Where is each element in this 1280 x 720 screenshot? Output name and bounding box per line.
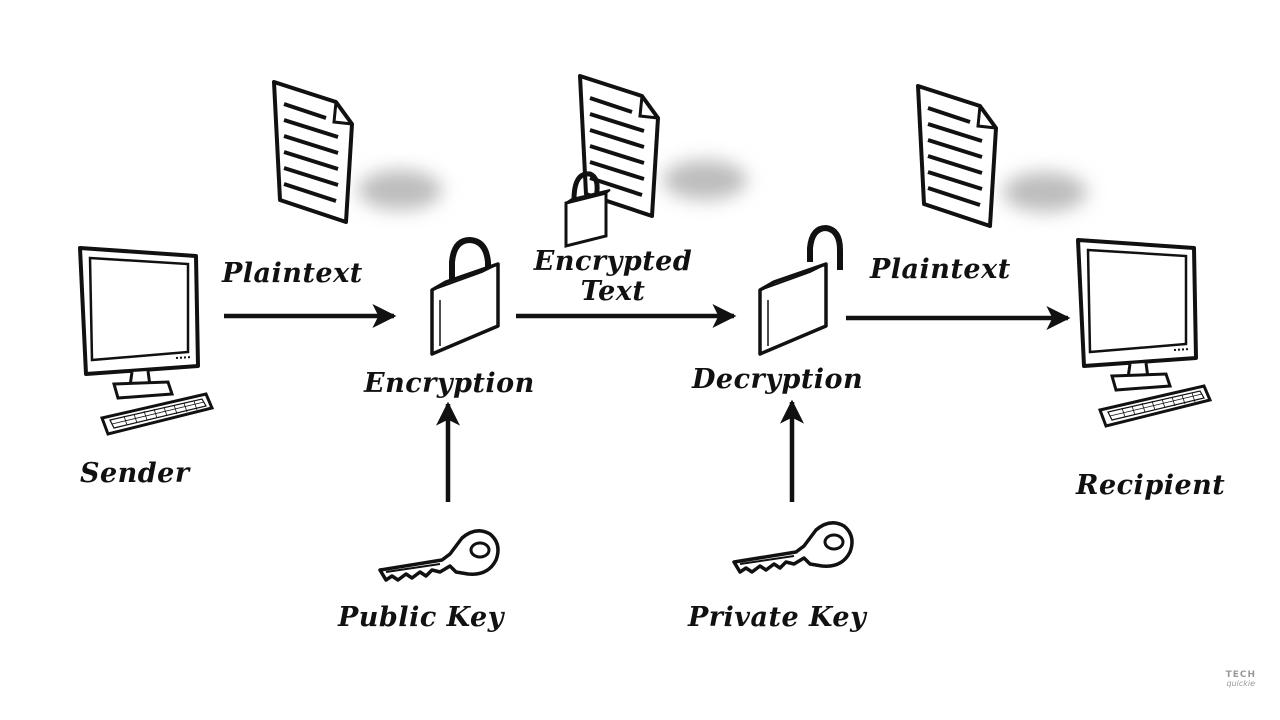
unlock-icon (758, 224, 843, 356)
label-encrypted-text: Encrypted Text (533, 246, 693, 307)
label-plaintext-in: Plaintext (222, 258, 363, 289)
small-lock-icon (564, 171, 611, 248)
document-shadow (663, 160, 747, 200)
label-plaintext-out: Plaintext (870, 254, 1011, 285)
watermark-line2: quickie (1226, 679, 1256, 688)
label-decryption: Decryption (692, 364, 864, 395)
watermark-line1: TECH (1225, 670, 1256, 680)
public-key-icon (378, 529, 500, 582)
recipient-computer-icon (1076, 238, 1212, 428)
label-recipient: Recipient (1076, 470, 1226, 501)
document-icon (272, 80, 354, 224)
label-sender: Sender (80, 458, 190, 489)
lock-icon (430, 236, 500, 356)
private-key-icon (732, 521, 854, 574)
document-shadow (358, 170, 442, 210)
document-shadow (1003, 172, 1087, 212)
label-encryption: Encryption (364, 368, 535, 399)
sender-computer-icon (78, 246, 214, 436)
document-icon (916, 84, 998, 228)
label-private-key: Private Key (688, 602, 867, 633)
label-public-key: Public Key (338, 602, 504, 633)
watermark-logo: TECH quickie (1226, 670, 1256, 688)
